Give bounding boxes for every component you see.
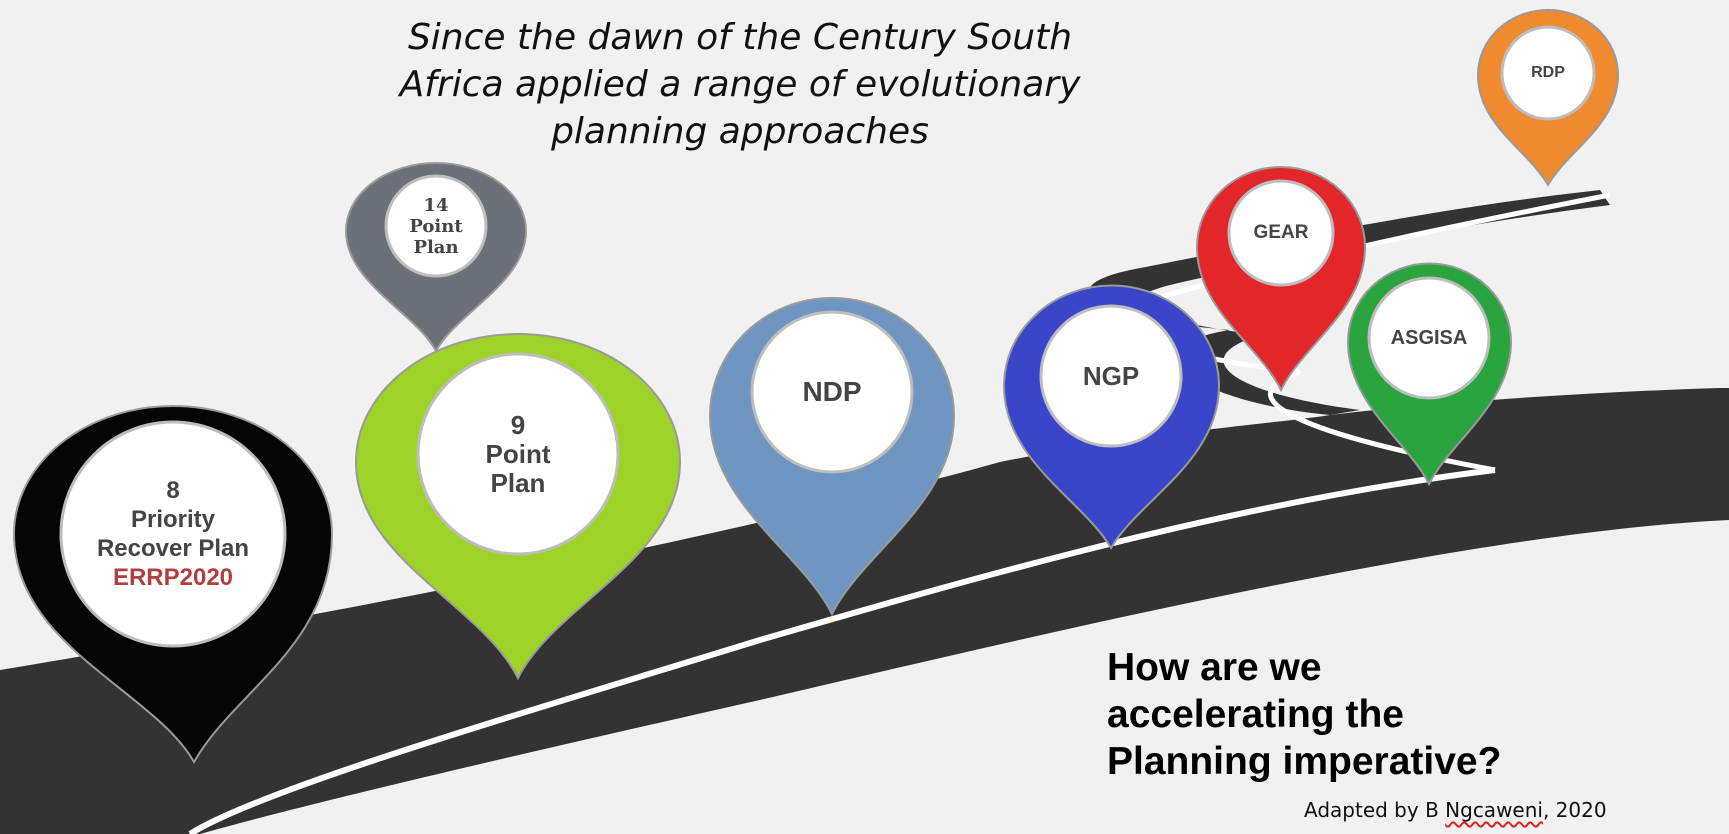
milestone-pin-ndp: NDP xyxy=(708,297,956,617)
credit-line: Adapted by B Ngcaweni, 2020 xyxy=(1304,798,1607,822)
question-line-2: accelerating the xyxy=(1107,693,1404,736)
milestone-pin-gear: GEAR xyxy=(1195,165,1367,393)
heading: Since the dawn of the Century South Afri… xyxy=(300,14,1180,155)
question-line-1: How are we xyxy=(1107,646,1322,689)
road-edge-line xyxy=(188,467,1496,834)
milestone-label-nine-point-plan: 9 Point Plan xyxy=(485,409,551,498)
milestone-label-errp2020: 8 Priority Recover Plan ERRP2020 xyxy=(96,477,250,591)
heading-line-3: planning approaches xyxy=(551,111,929,152)
heading-line-1: Since the dawn of the Century South xyxy=(407,17,1073,58)
errp2020-highlight: ERRP2020 xyxy=(112,564,234,591)
map-pin-icon xyxy=(708,297,956,617)
milestone-pin-fourteen-point-plan: 14 Point Plan xyxy=(344,162,528,354)
question-line-3: Planning imperative? xyxy=(1107,740,1502,783)
map-pin-icon xyxy=(1476,9,1620,188)
milestone-label-ndp: NDP xyxy=(802,376,862,407)
heading-line-2: Africa applied a range of evolutionary xyxy=(399,64,1081,105)
map-pin-icon xyxy=(1346,262,1513,487)
milestone-pin-ngp: NGP xyxy=(1002,284,1221,551)
milestone-pin-nine-point-plan: 9 Point Plan xyxy=(354,333,682,681)
map-pin-icon xyxy=(12,405,334,765)
milestone-label-gear: GEAR xyxy=(1253,222,1309,243)
closing-question: How are we accelerating the Planning imp… xyxy=(1107,644,1729,785)
map-pin-icon xyxy=(1195,166,1367,393)
map-pin-icon xyxy=(1002,284,1221,551)
milestone-pin-asgisa: ASGISA xyxy=(1346,262,1513,487)
credit-name: Ngcaweni xyxy=(1445,798,1543,822)
milestone-label-rdp: RDP xyxy=(1531,64,1565,81)
map-pin-icon xyxy=(344,162,528,354)
milestone-pin-rdp: RDP xyxy=(1476,9,1620,188)
map-pin-icon xyxy=(354,333,682,681)
milestone-label-asgisa: ASGISA xyxy=(1390,326,1468,349)
milestone-label-fourteen-point-plan: 14 Point Plan xyxy=(409,194,463,258)
milestone-pin-errp2020: 8 Priority Recover Plan ERRP2020 xyxy=(12,405,334,765)
milestone-label-ngp: NGP xyxy=(1082,360,1140,391)
